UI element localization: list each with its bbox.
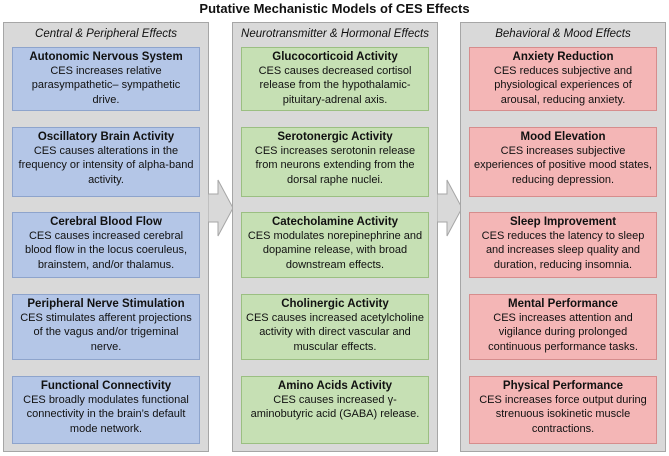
column-header: Behavioral & Mood Effects <box>495 28 631 40</box>
box-catecholamine-activity: Catecholamine Activity CES modulates nor… <box>241 212 429 278</box>
box-peripheral-nerve-stimulation: Peripheral Nerve Stimulation CES stimula… <box>12 294 200 360</box>
box-title: Mental Performance <box>508 298 618 310</box>
box-title: Mood Elevation <box>520 131 606 143</box>
box-anxiety-reduction: Anxiety Reduction CES reduces subjective… <box>469 47 657 111</box>
box-text: CES increases serotonin release from neu… <box>254 145 416 186</box>
box-text: CES reduces the latency to sleep and inc… <box>481 230 645 271</box>
column-central-peripheral: Central & Peripheral Effects Autonomic N… <box>3 22 209 452</box>
box-title: Glucocorticoid Activity <box>272 51 398 63</box>
column-neurotransmitter-hormonal: Neurotransmitter & Hormonal Effects Gluc… <box>232 22 438 452</box>
diagram-title: Putative Mechanistic Models of CES Effec… <box>199 1 470 16</box>
box-title: Physical Performance <box>502 380 624 392</box>
right-arrow-icon <box>208 179 234 237</box>
box-text: CES increases attention and vigilance du… <box>488 312 638 353</box>
box-title: Amino Acids Activity <box>277 380 393 392</box>
box-autonomic-nervous-system: Autonomic Nervous System CES increases r… <box>12 47 200 111</box>
box-title: Cholinergic Activity <box>281 298 389 310</box>
box-title: Cerebral Blood Flow <box>50 216 162 228</box>
box-serotonergic-activity: Serotonergic Activity CES increases sero… <box>241 127 429 197</box>
box-title: Catecholamine Activity <box>271 216 399 228</box>
box-mood-elevation: Mood Elevation CES increases subjective … <box>469 127 657 197</box>
box-physical-performance: Physical Performance CES increases force… <box>469 376 657 444</box>
box-text: CES causes increased γ-aminobutyric acid… <box>250 394 420 421</box>
box-text: CES stimulates afferent projections of t… <box>20 312 192 353</box>
box-text: CES broadly modulates functional connect… <box>23 394 189 435</box>
box-text: CES increases subjective experiences of … <box>474 145 652 186</box>
box-glucocorticoid-activity: Glucocorticoid Activity CES causes decre… <box>241 47 429 111</box>
column-header: Central & Peripheral Effects <box>35 28 177 40</box>
box-title: Oscillatory Brain Activity <box>37 131 175 143</box>
box-text: CES reduces subjective and physiological… <box>493 65 633 106</box>
box-oscillatory-brain-activity: Oscillatory Brain Activity CES causes al… <box>12 127 200 197</box>
right-arrow-icon <box>437 179 463 237</box>
box-functional-connectivity: Functional Connectivity CES broadly modu… <box>12 376 200 444</box>
box-text: CES causes increased acetylcholine activ… <box>246 312 424 353</box>
column-behavioral-mood: Behavioral & Mood Effects Anxiety Reduct… <box>460 22 666 452</box>
box-sleep-improvement: Sleep Improvement CES reduces the latenc… <box>469 212 657 278</box>
box-title: Autonomic Nervous System <box>29 51 183 63</box>
box-text: CES increases force output during strenu… <box>479 394 647 435</box>
box-text: CES causes decreased cortisol release fr… <box>258 65 412 106</box>
box-cholinergic-activity: Cholinergic Activity CES causes increase… <box>241 294 429 360</box>
box-title: Peripheral Nerve Stimulation <box>27 298 185 310</box>
box-title: Serotonergic Activity <box>277 131 393 143</box>
box-title: Functional Connectivity <box>40 380 172 392</box>
box-cerebral-blood-flow: Cerebral Blood Flow CES causes increased… <box>12 212 200 278</box>
box-title: Anxiety Reduction <box>512 51 614 63</box>
box-text: CES increases relative parasympathetic– … <box>31 65 181 106</box>
box-title: Sleep Improvement <box>509 216 617 228</box>
box-text: CES causes increased cerebral blood flow… <box>24 230 188 271</box>
box-text: CES causes alterations in the frequency … <box>18 145 194 186</box>
box-amino-acids-activity: Amino Acids Activity CES causes increase… <box>241 376 429 444</box>
column-header: Neurotransmitter & Hormonal Effects <box>241 28 429 40</box>
box-mental-performance: Mental Performance CES increases attenti… <box>469 294 657 360</box>
box-text: CES modulates norepinephrine and dopamin… <box>247 230 423 271</box>
